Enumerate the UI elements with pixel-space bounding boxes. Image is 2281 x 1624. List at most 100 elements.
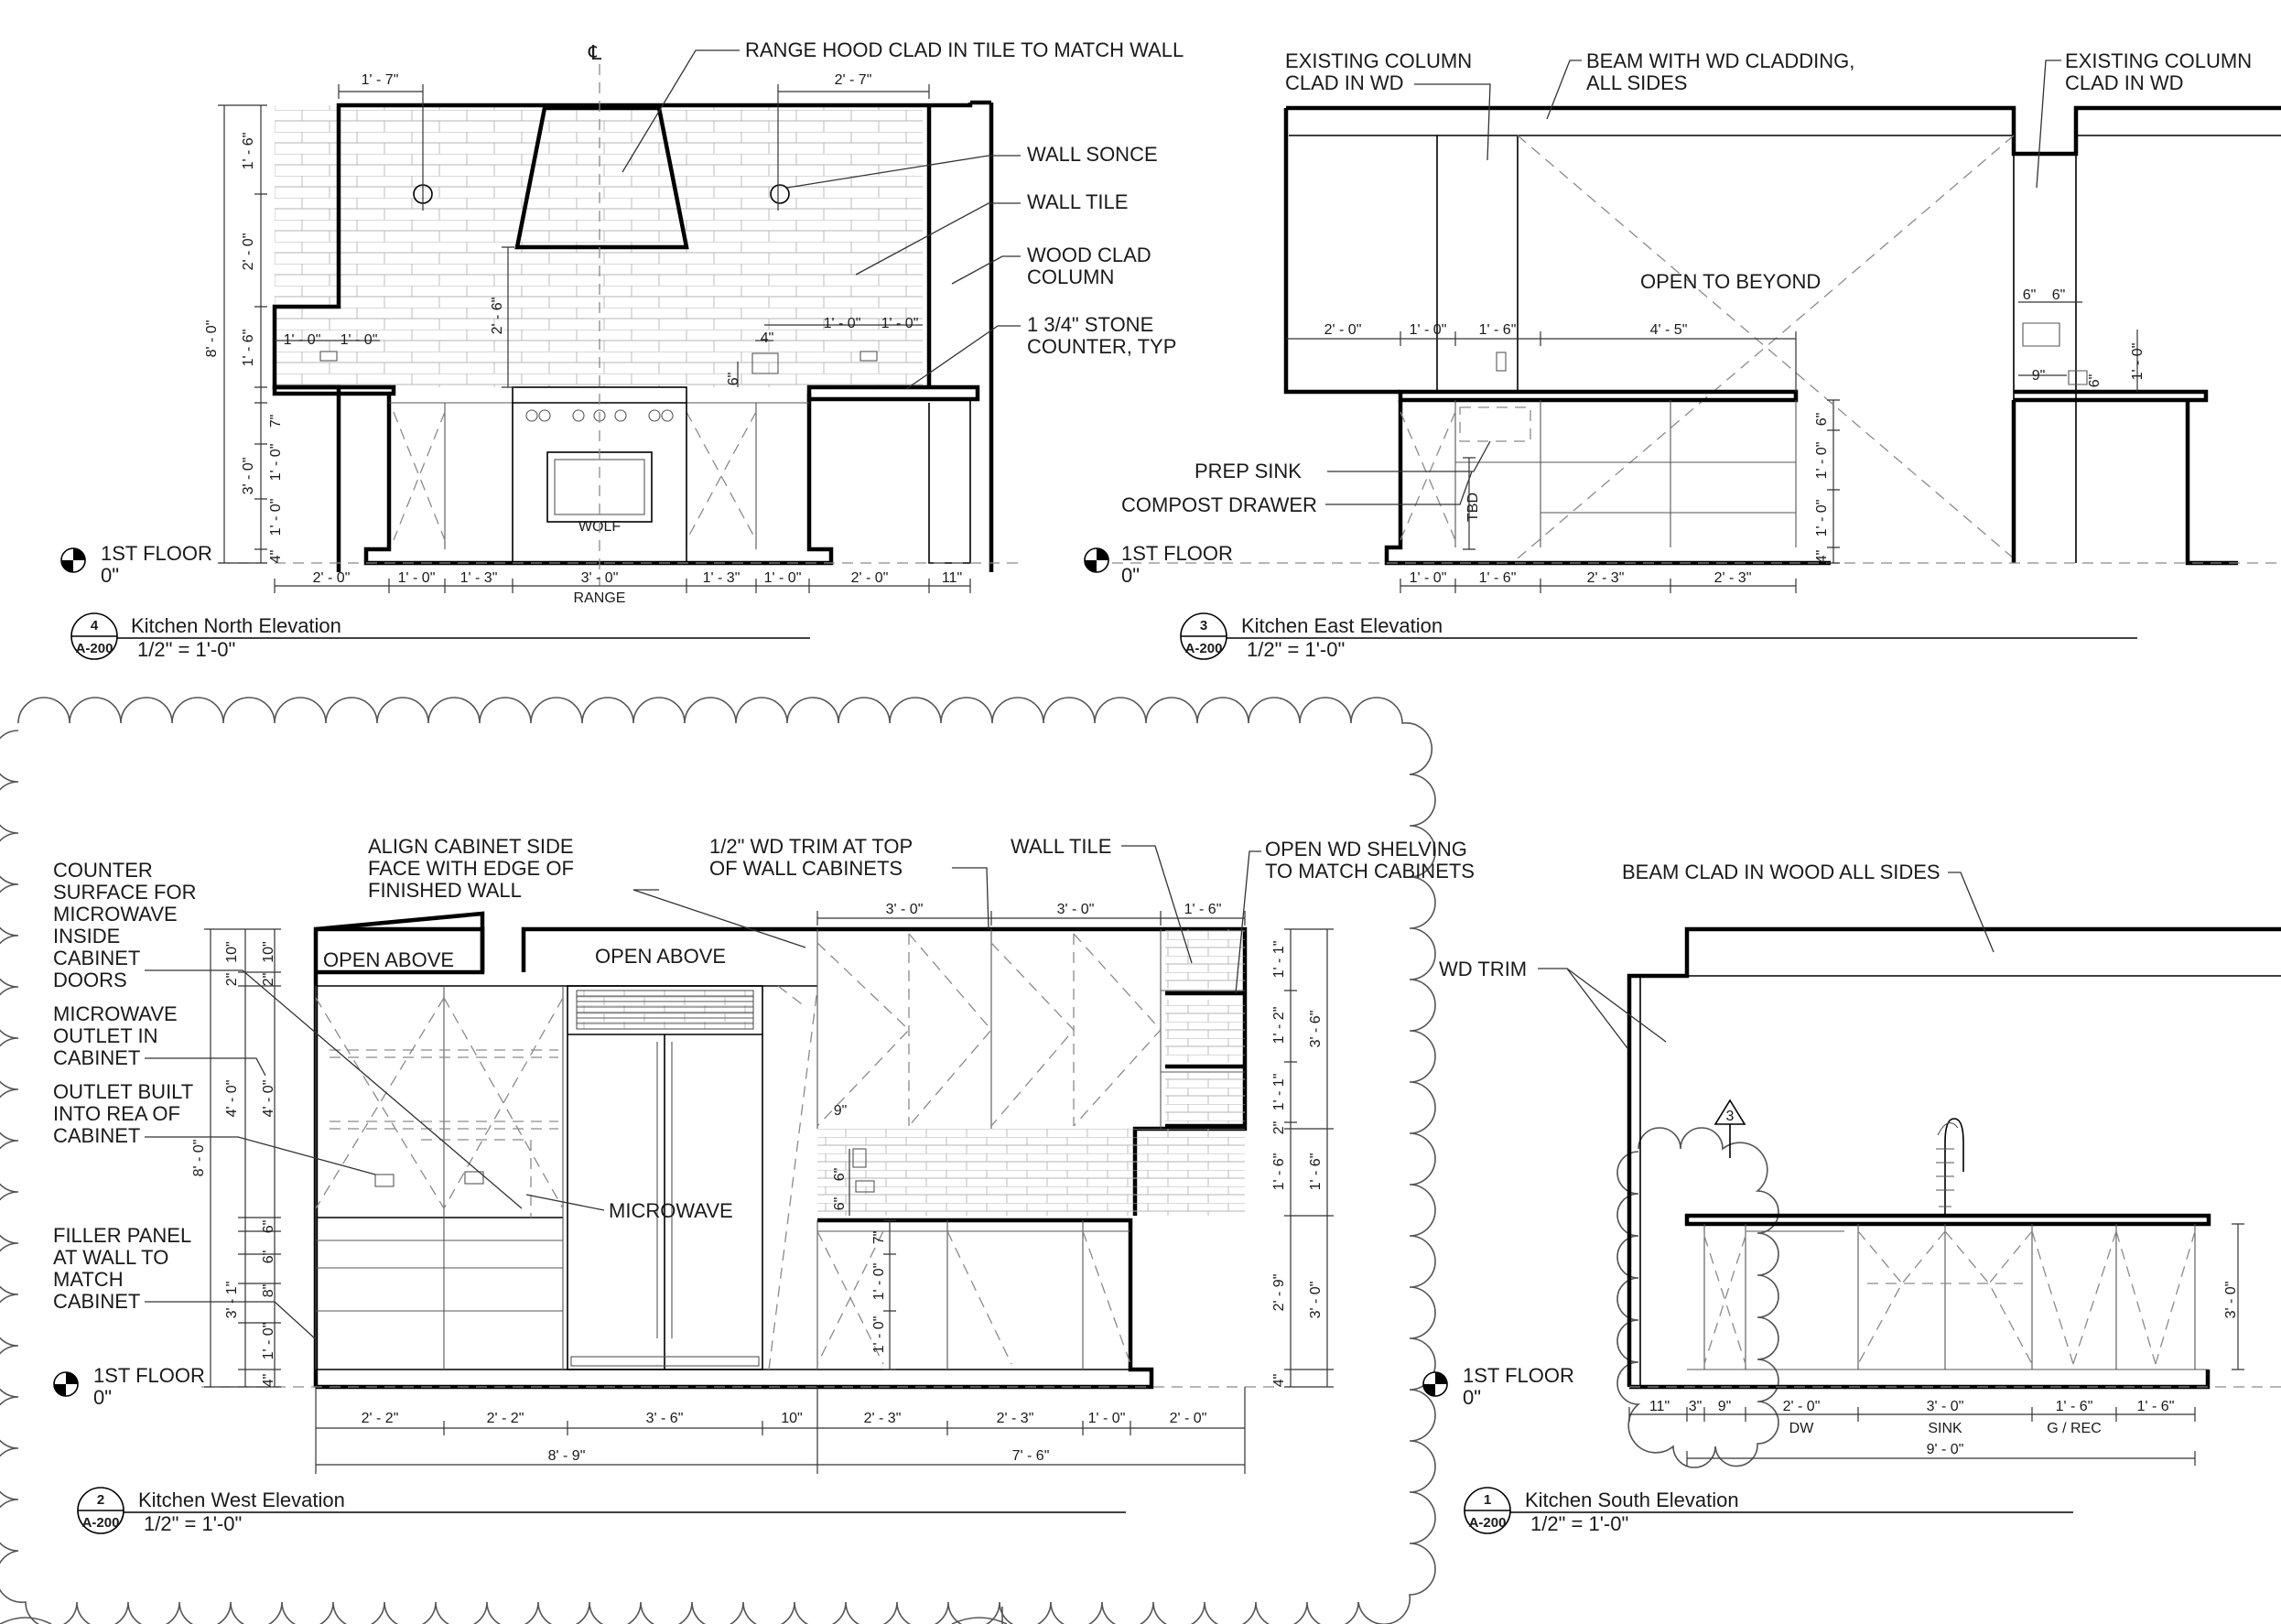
cloud-edge xyxy=(0,1607,1008,1624)
note-wall-tile: WALL TILE xyxy=(1027,190,1128,213)
dim-text: 2' - 2" xyxy=(487,1411,524,1426)
range-label: RANGE xyxy=(574,590,626,606)
dim-text: 1' - 0" xyxy=(1814,500,1830,537)
dim-text: 3' - 0" xyxy=(1927,1399,1964,1414)
view-scale: 1/2" = 1'-0" xyxy=(1247,638,1345,661)
note-wood-clad: WOOD CLAD xyxy=(1027,244,1151,266)
north-base-cabinets xyxy=(363,394,834,566)
note-microwave: MICROWAVE xyxy=(53,903,178,926)
view-number: 1 xyxy=(1484,1492,1491,1508)
west-backsplash xyxy=(817,1129,1245,1216)
dim-text: 1' - 2" xyxy=(1271,1007,1287,1045)
north-wall-outline xyxy=(272,103,994,572)
north-counter xyxy=(272,384,980,402)
dim-text: 1' - 1" xyxy=(1271,1074,1287,1111)
note-existing-column: EXISTING COLUMN xyxy=(1285,49,1472,72)
north-level-value: 0" xyxy=(101,564,119,587)
east-counter xyxy=(1398,389,1799,403)
dim-text: 1' - 6" xyxy=(2137,1399,2175,1414)
dim-text: 6" xyxy=(832,1168,848,1182)
note-wall-sconce: WALL SONCE xyxy=(1027,143,1158,166)
outlet-icon xyxy=(751,352,779,374)
label-open-above-right: OPEN ABOVE xyxy=(595,945,726,968)
dim-text: 3' - 0" xyxy=(2223,1282,2239,1319)
view-title: Kitchen West Elevation xyxy=(138,1489,345,1511)
note-beam: BEAM WITH WD CLADDING, xyxy=(1586,49,1854,72)
dim-text: 4' - 5" xyxy=(1650,322,1688,338)
dim-text: 3' - 0" xyxy=(241,458,256,495)
dim-text: 1' - 0" xyxy=(268,499,284,536)
dim-text: 7" xyxy=(871,1231,887,1245)
dim-text: 7" xyxy=(268,415,284,428)
dim-text: 3" xyxy=(1689,1399,1703,1414)
view-scale: 1/2" = 1'-0" xyxy=(144,1512,242,1535)
dim-text: 1' - 0" xyxy=(268,444,284,482)
dim-label: G / REC xyxy=(2047,1421,2102,1436)
west-level-value: 0" xyxy=(93,1386,112,1409)
dim-text: 3' - 6" xyxy=(646,1411,684,1426)
note-wd-trim: 1/2" WD TRIM AT TOP xyxy=(709,835,913,858)
note-counter: COUNTER xyxy=(53,859,153,882)
dim-text: 1' - 1" xyxy=(1271,941,1287,979)
dim-text: 4" xyxy=(1271,1374,1287,1388)
note-wall-cabinets: OF WALL CABINETS xyxy=(709,857,903,880)
dim-text: 10" xyxy=(261,941,276,962)
note-compost-drawer: COMPOST DRAWER xyxy=(1121,493,1317,516)
dim-text: 2' - 0" xyxy=(241,233,256,271)
dim-text: 1' - 6" xyxy=(1184,902,1222,917)
south-level-marker: 1ST FLOOR 0" xyxy=(1422,1364,1574,1409)
dim-text: 1' - 0" xyxy=(1410,570,1447,586)
east-notes: EXISTING COLUMN CLAD IN WD BEAM WITH WD … xyxy=(1121,49,2252,516)
view-number: 4 xyxy=(91,618,99,633)
dim-text: 6" xyxy=(2087,374,2103,388)
dim-text: 2' - 3" xyxy=(1587,570,1625,586)
note-outlet-in: OUTLET IN xyxy=(53,1024,158,1047)
north-elevation: WOLF ℄ 1ST FLOOR 0" RANGE HOOD CLAD IN T… xyxy=(60,38,1184,661)
section-marker: 3 xyxy=(1713,1099,1746,1158)
dim-text: 4" xyxy=(1814,550,1830,564)
note-range-hood: RANGE HOOD CLAD IN TILE TO MATCH WALL xyxy=(745,38,1184,61)
note-match: MATCH xyxy=(53,1268,124,1291)
note-wall-tile: WALL TILE xyxy=(1011,835,1111,858)
dim-text: 4" xyxy=(268,550,284,564)
outlet-icon xyxy=(319,351,338,362)
dim-text: 1' - 0" xyxy=(1814,442,1830,480)
dim-text: 3' - 1" xyxy=(224,1282,240,1319)
dim-text: 1' - 6" xyxy=(1479,322,1517,338)
note-all-sides: ALL SIDES xyxy=(1586,71,1687,94)
dim-text: 6" xyxy=(726,373,741,386)
outlet-icon xyxy=(464,1171,484,1185)
dim-text: 1' - 6" xyxy=(1271,1153,1287,1191)
center-line-symbol: ℄ xyxy=(588,41,602,64)
faucet-icon xyxy=(1936,1118,1964,1216)
wall-sconce-right xyxy=(770,184,790,204)
dim-text: 2" xyxy=(261,973,276,987)
note-outlet-built: OUTLET BUILT xyxy=(53,1080,193,1103)
dim-text: 8' - 0" xyxy=(191,1140,207,1177)
south-elevation: 3 1ST FLOOR 0" BEAM CLAD IN WOOD ALL SID… xyxy=(1422,861,2281,1535)
dim-text: 8' - 0" xyxy=(204,320,220,358)
dim-label: SINK xyxy=(1928,1421,1962,1436)
dim-text: 3' - 0" xyxy=(1308,1282,1324,1319)
dim-text: 9" xyxy=(834,1103,848,1119)
dim-text: 6" xyxy=(832,1197,848,1211)
dim-text: 2" xyxy=(224,973,240,987)
dim-text: 6" xyxy=(2052,287,2066,303)
dim-text: 1' - 6" xyxy=(1308,1153,1324,1191)
dim-text: 1' - 0" xyxy=(871,1316,887,1354)
section-tag-number: 3 xyxy=(1726,1109,1735,1124)
note-existing-column-right: EXISTING COLUMN xyxy=(2065,49,2252,72)
sheet-number: A-200 xyxy=(1185,641,1223,656)
dim-text: 1' - 6" xyxy=(241,133,256,170)
note-filler-panel: FILLER PANEL xyxy=(53,1224,191,1247)
west-elevation: 1ST FLOOR 0" COUNTER SURFACE FOR MICROWA… xyxy=(53,835,1475,1535)
range: WOLF xyxy=(512,386,687,564)
dim-text: 2' - 3" xyxy=(1714,570,1752,586)
label-open-above-left: OPEN ABOVE xyxy=(323,948,454,971)
outlet-icon xyxy=(859,351,878,362)
sheet-number: A-200 xyxy=(76,641,114,656)
dim-text: 1' - 0" xyxy=(261,1323,276,1360)
dim-text: 2' - 3" xyxy=(864,1411,902,1426)
dim-text: 1' - 0" xyxy=(284,332,321,348)
